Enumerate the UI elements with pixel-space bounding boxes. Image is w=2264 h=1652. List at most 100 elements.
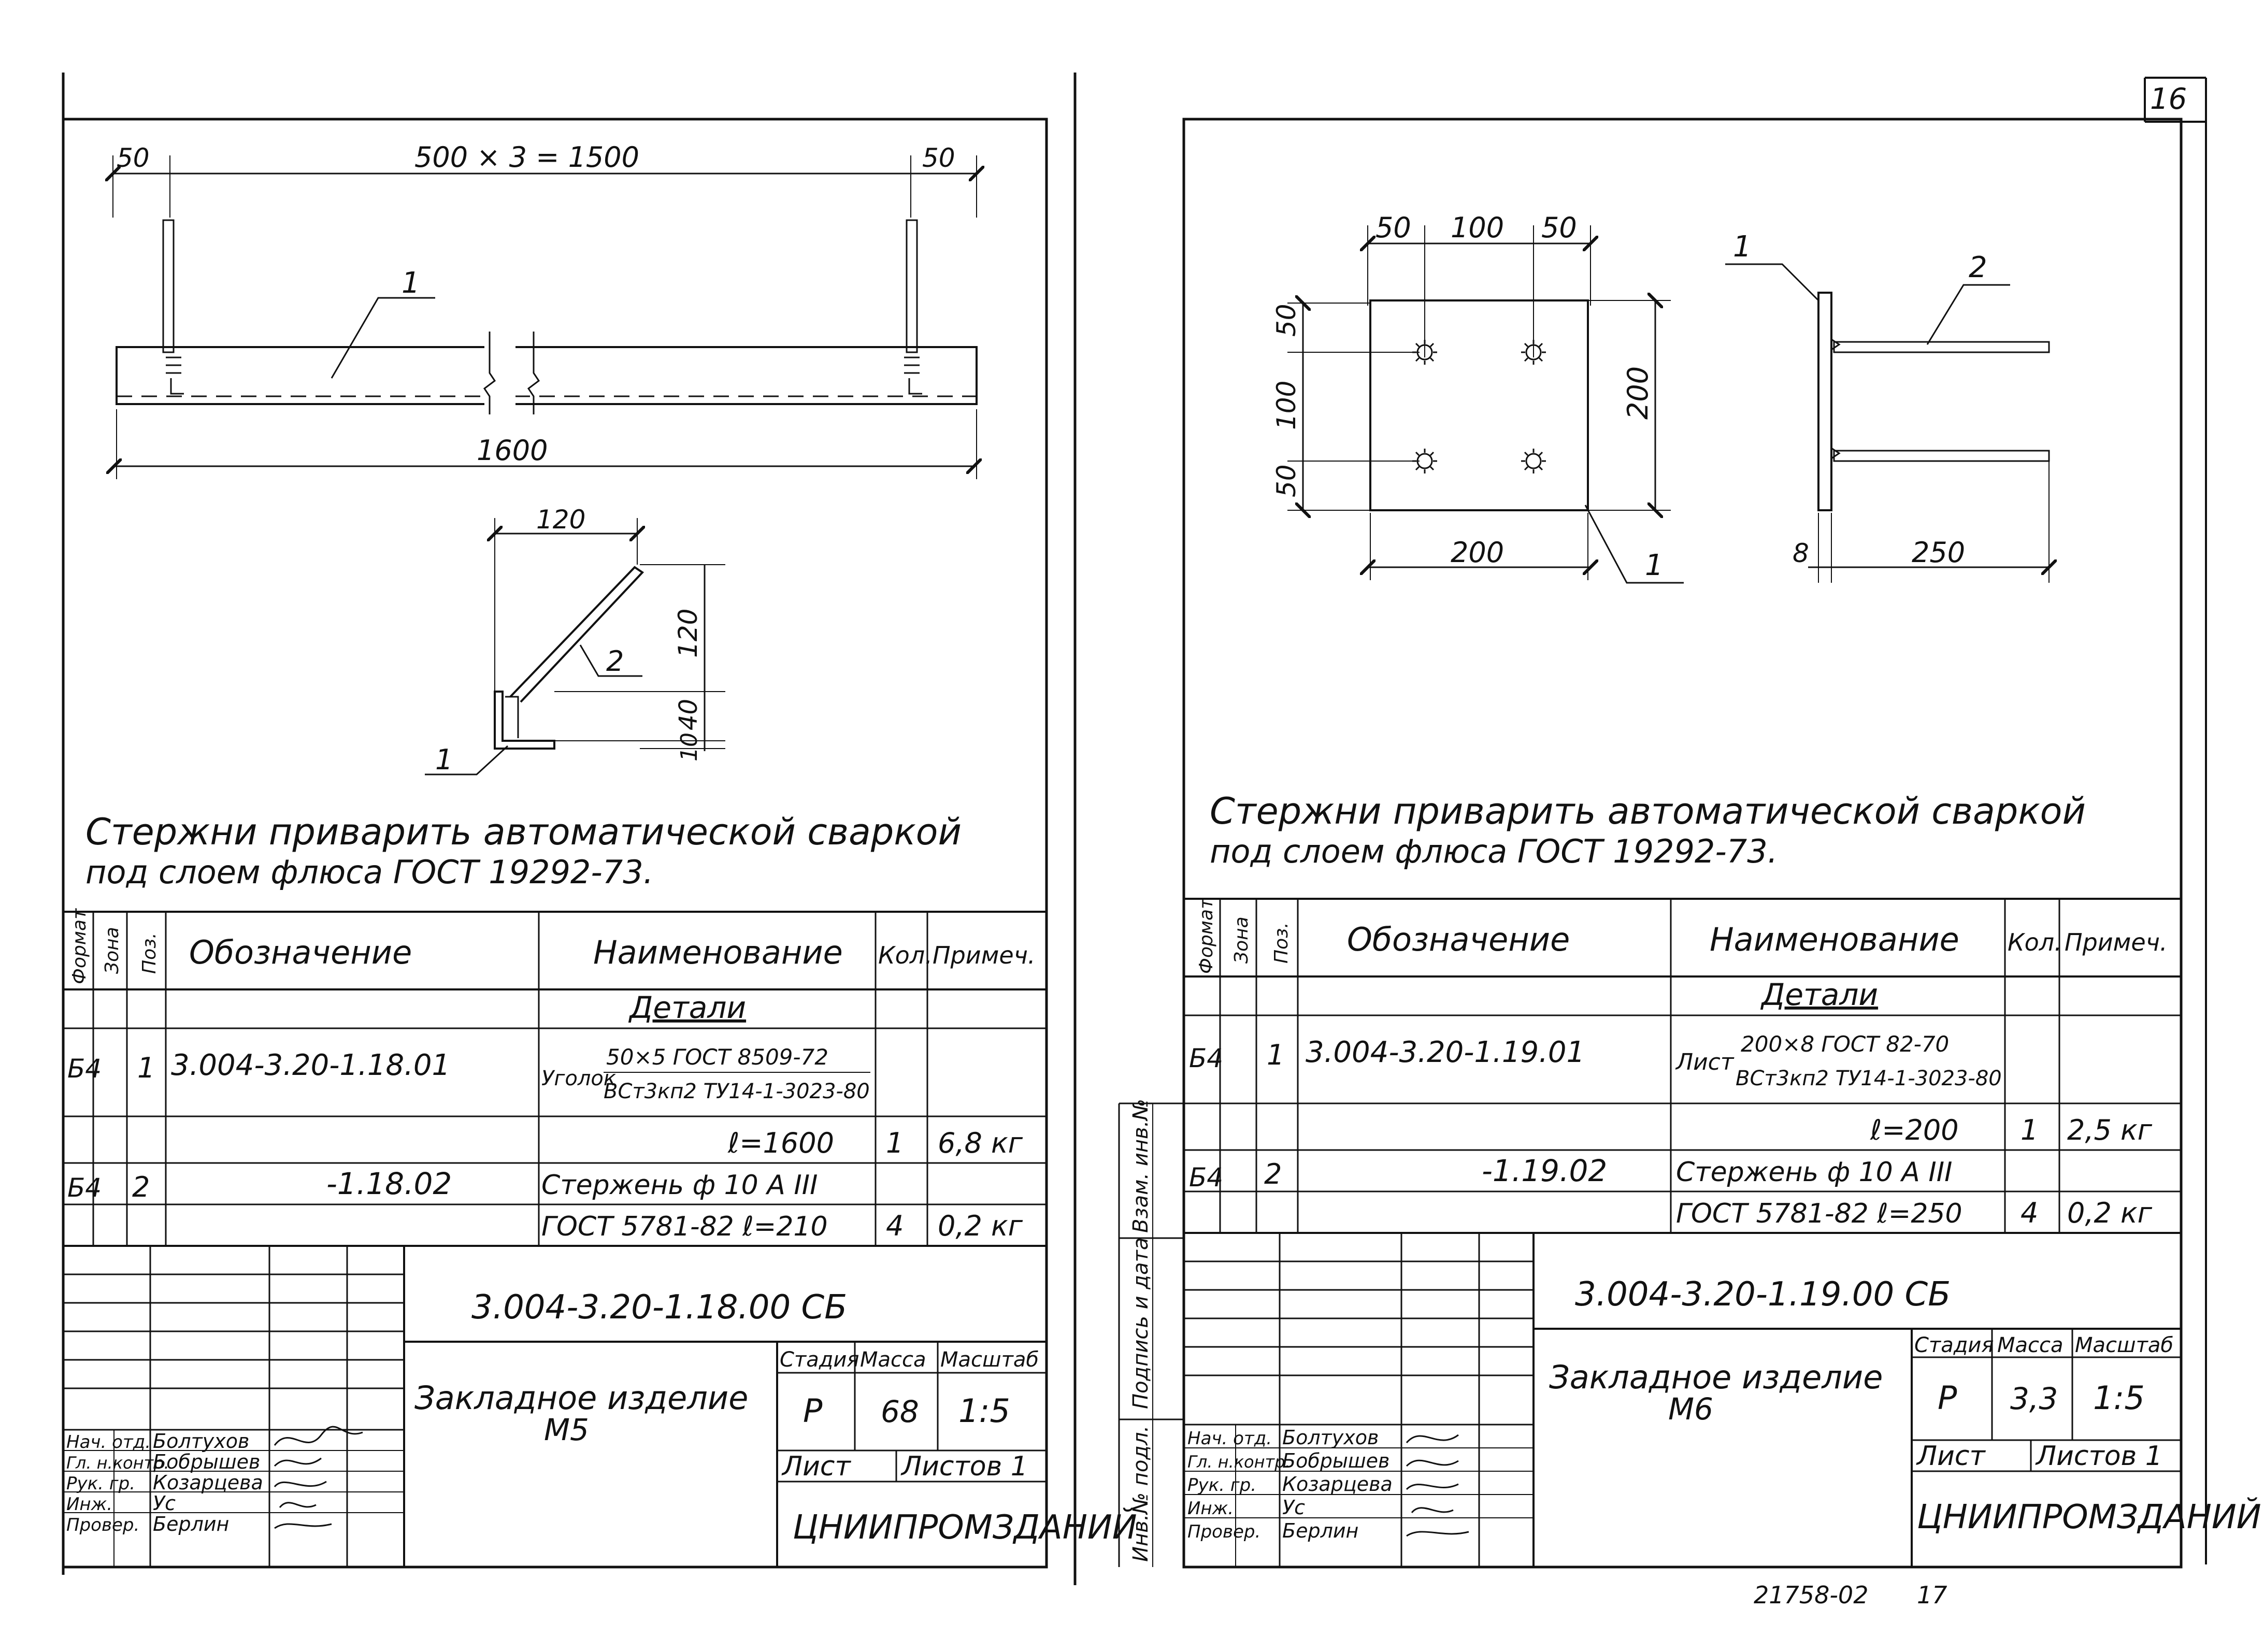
right-name-3: Козарцева (1282, 1473, 1393, 1496)
left-sec-pos2: 2 (606, 645, 624, 678)
left-col-scale: Масштаб (940, 1348, 1039, 1372)
left-row3-designation: -1.18.02 (326, 1166, 452, 1201)
right-title-block: 3.004-3.20-1.19.00 СБ Закладное изделие … (1184, 1233, 2261, 1567)
right-dim-50-a: 50 (1375, 211, 1411, 244)
right-dim-100: 100 (1451, 211, 1504, 244)
left-row2-name: ℓ=1600 (727, 1127, 834, 1159)
left-title-line1: Закладное изделие (414, 1379, 748, 1417)
right-row1-name-prefix: Лист (1675, 1049, 1735, 1075)
left-sheet: 50 500 × 3 = 1500 50 1 1600 (62, 118, 1137, 1569)
right-dim-len: 250 (1912, 536, 1965, 569)
right-drawing-side-view: 1 2 8 250 (1725, 230, 2049, 583)
left-role-5: Провер. (66, 1515, 139, 1535)
left-doc-code: 3.004-3.20-1.18.00 СБ (471, 1288, 847, 1327)
stamp-replacement: Взам. инв.№ (1129, 1099, 1153, 1233)
right-mass: 3,3 (2010, 1381, 2058, 1416)
left-name-5: Берлин (153, 1513, 229, 1535)
left-name-4: Ус (153, 1492, 176, 1515)
right-sheet-label: Лист (1916, 1441, 1986, 1472)
left-row1-format: Б4 (67, 1054, 102, 1084)
left-row2-note: 6,8 кг (938, 1127, 1023, 1159)
left-row4-qty: 4 (886, 1210, 904, 1242)
right-role-3: Рук. гр. (1187, 1475, 1256, 1496)
left-row1-name-bottom: ВСт3кп2 ТУ14-1-3023-80 (604, 1080, 870, 1103)
left-role-4: Инж. (66, 1494, 112, 1515)
right-sheets-label: Листов 1 (2035, 1441, 2162, 1472)
left-dim-40: 40 (674, 699, 703, 730)
right-sheet: Инв.№ подл. Подпись и дата Взам. инв.№ 5… (1118, 118, 2261, 1569)
right-hdr-format: Формат (1196, 898, 1217, 974)
right-name-2: Бобрышев (1282, 1449, 1389, 1472)
right-org: ЦНИИПРОМЗДАНИЙ (1917, 1497, 2261, 1536)
left-row1-designation: 3.004-3.20-1.18.01 (171, 1048, 450, 1082)
right-row3-format: Б4 (1189, 1162, 1223, 1193)
right-row1-designation: 3.004-3.20-1.19.01 (1306, 1036, 1585, 1069)
left-hdr-pos: Поз. (139, 932, 160, 974)
right-hdr-qty: Кол. (2008, 928, 2062, 956)
left-dim-bottom: 1600 (477, 434, 548, 467)
right-row2-name: ℓ=200 (1870, 1114, 1959, 1146)
right-col-scale: Масштаб (2075, 1333, 2173, 1357)
left-row1-pos: 1 (137, 1052, 155, 1084)
right-title-line1: Закладное изделие (1549, 1358, 1883, 1396)
right-role-2: Гл. н.контр. (1187, 1452, 1291, 1472)
right-role-1: Нач. отд. (1187, 1428, 1272, 1449)
left-name-1: Болтухов (153, 1430, 249, 1453)
left-pos1-label: 1 (402, 266, 420, 300)
right-hdr-designation: Обозначение (1347, 921, 1570, 958)
left-col-mass: Масса (860, 1348, 926, 1372)
left-title-line2: М5 (544, 1412, 589, 1447)
left-signatures (274, 1426, 363, 1529)
left-title-block: 3.004-3.20-1.18.00 СБ Закладное изделие … (63, 1246, 1137, 1567)
footer-doc-no: 21758-02 (1754, 1581, 1868, 1609)
right-dim-thick: 8 (1793, 538, 1809, 568)
left-org: ЦНИИПРОМЗДАНИЙ (793, 1507, 1137, 1547)
left-dim-10: 10 (676, 732, 703, 762)
right-name-5: Берлин (1282, 1519, 1358, 1542)
left-role-3: Рук. гр. (66, 1473, 135, 1494)
left-sec-pos1: 1 (435, 743, 453, 776)
right-row4-note: 0,2 кг (2067, 1197, 2153, 1229)
footer-page: 17 (1917, 1581, 1947, 1609)
left-dim-120-side: 120 (673, 609, 703, 658)
right-row3-pos: 2 (1264, 1158, 1282, 1190)
left-sheets-label: Листов 1 (900, 1451, 1028, 1482)
left-hdr-name: Наименование (593, 933, 843, 971)
left-row4-note: 0,2 кг (938, 1210, 1023, 1242)
right-role-4: Инж. (1187, 1498, 1234, 1519)
stamp-signature-date: Подпись и дата (1129, 1238, 1153, 1409)
stamp-inv-no: Инв.№ подл. (1129, 1426, 1153, 1562)
left-spec-table: Формат Зона Поз. Обозначение Наименовани… (63, 908, 1047, 1247)
left-sheet-label: Лист (781, 1451, 851, 1482)
left-drawing-section: 120 120 40 10 2 1 (425, 505, 725, 776)
right-row3-designation: -1.19.02 (1482, 1153, 1607, 1188)
right-anchor-holes (1412, 340, 1546, 473)
right-side-pos1: 1 (1733, 230, 1752, 264)
right-note-line1: Стержни приварить автоматической сваркой (1210, 790, 2086, 832)
right-title-line2: М6 (1668, 1391, 1713, 1427)
right-dim-side-50c: 50 (1271, 464, 1301, 497)
page-number: 16 (2150, 82, 2187, 116)
right-scale: 1:5 (2093, 1379, 2145, 1417)
right-doc-code: 3.004-3.20-1.19.00 СБ (1575, 1275, 1951, 1314)
left-hdr-qty: Кол. (878, 941, 933, 969)
left-note-line2: под слоем флюса ГОСТ 19292-73. (85, 853, 653, 891)
right-dim-50-c: 50 (1541, 211, 1577, 244)
left-drawing-angle-elevation: 50 500 × 3 = 1500 50 1 1600 (113, 141, 977, 479)
left-name-2: Бобрышев (153, 1450, 260, 1473)
right-row1-name-top: 200×8 ГОСТ 82-70 (1741, 1031, 1949, 1057)
right-hdr-name: Наименование (1710, 921, 1959, 958)
left-stage: Р (803, 1392, 823, 1430)
left-section-title: Детали (628, 990, 746, 1025)
right-row4-name: ГОСТ 5781-82 ℓ=250 (1676, 1198, 1962, 1229)
left-dim-120-top: 120 (536, 505, 585, 535)
left-col-stage: Стадия (780, 1348, 859, 1372)
right-row2-note: 2,5 кг (2067, 1114, 2153, 1146)
right-name-4: Ус (1282, 1496, 1305, 1519)
left-dim-50-left: 50 (117, 143, 150, 173)
right-plate-pos1: 1 (1645, 549, 1664, 582)
right-name-1: Болтухов (1282, 1426, 1379, 1449)
right-stage: Р (1938, 1379, 1957, 1417)
left-hdr-format: Формат (69, 908, 90, 984)
left-note-line1: Стержни приварить автоматической сваркой (85, 811, 962, 853)
